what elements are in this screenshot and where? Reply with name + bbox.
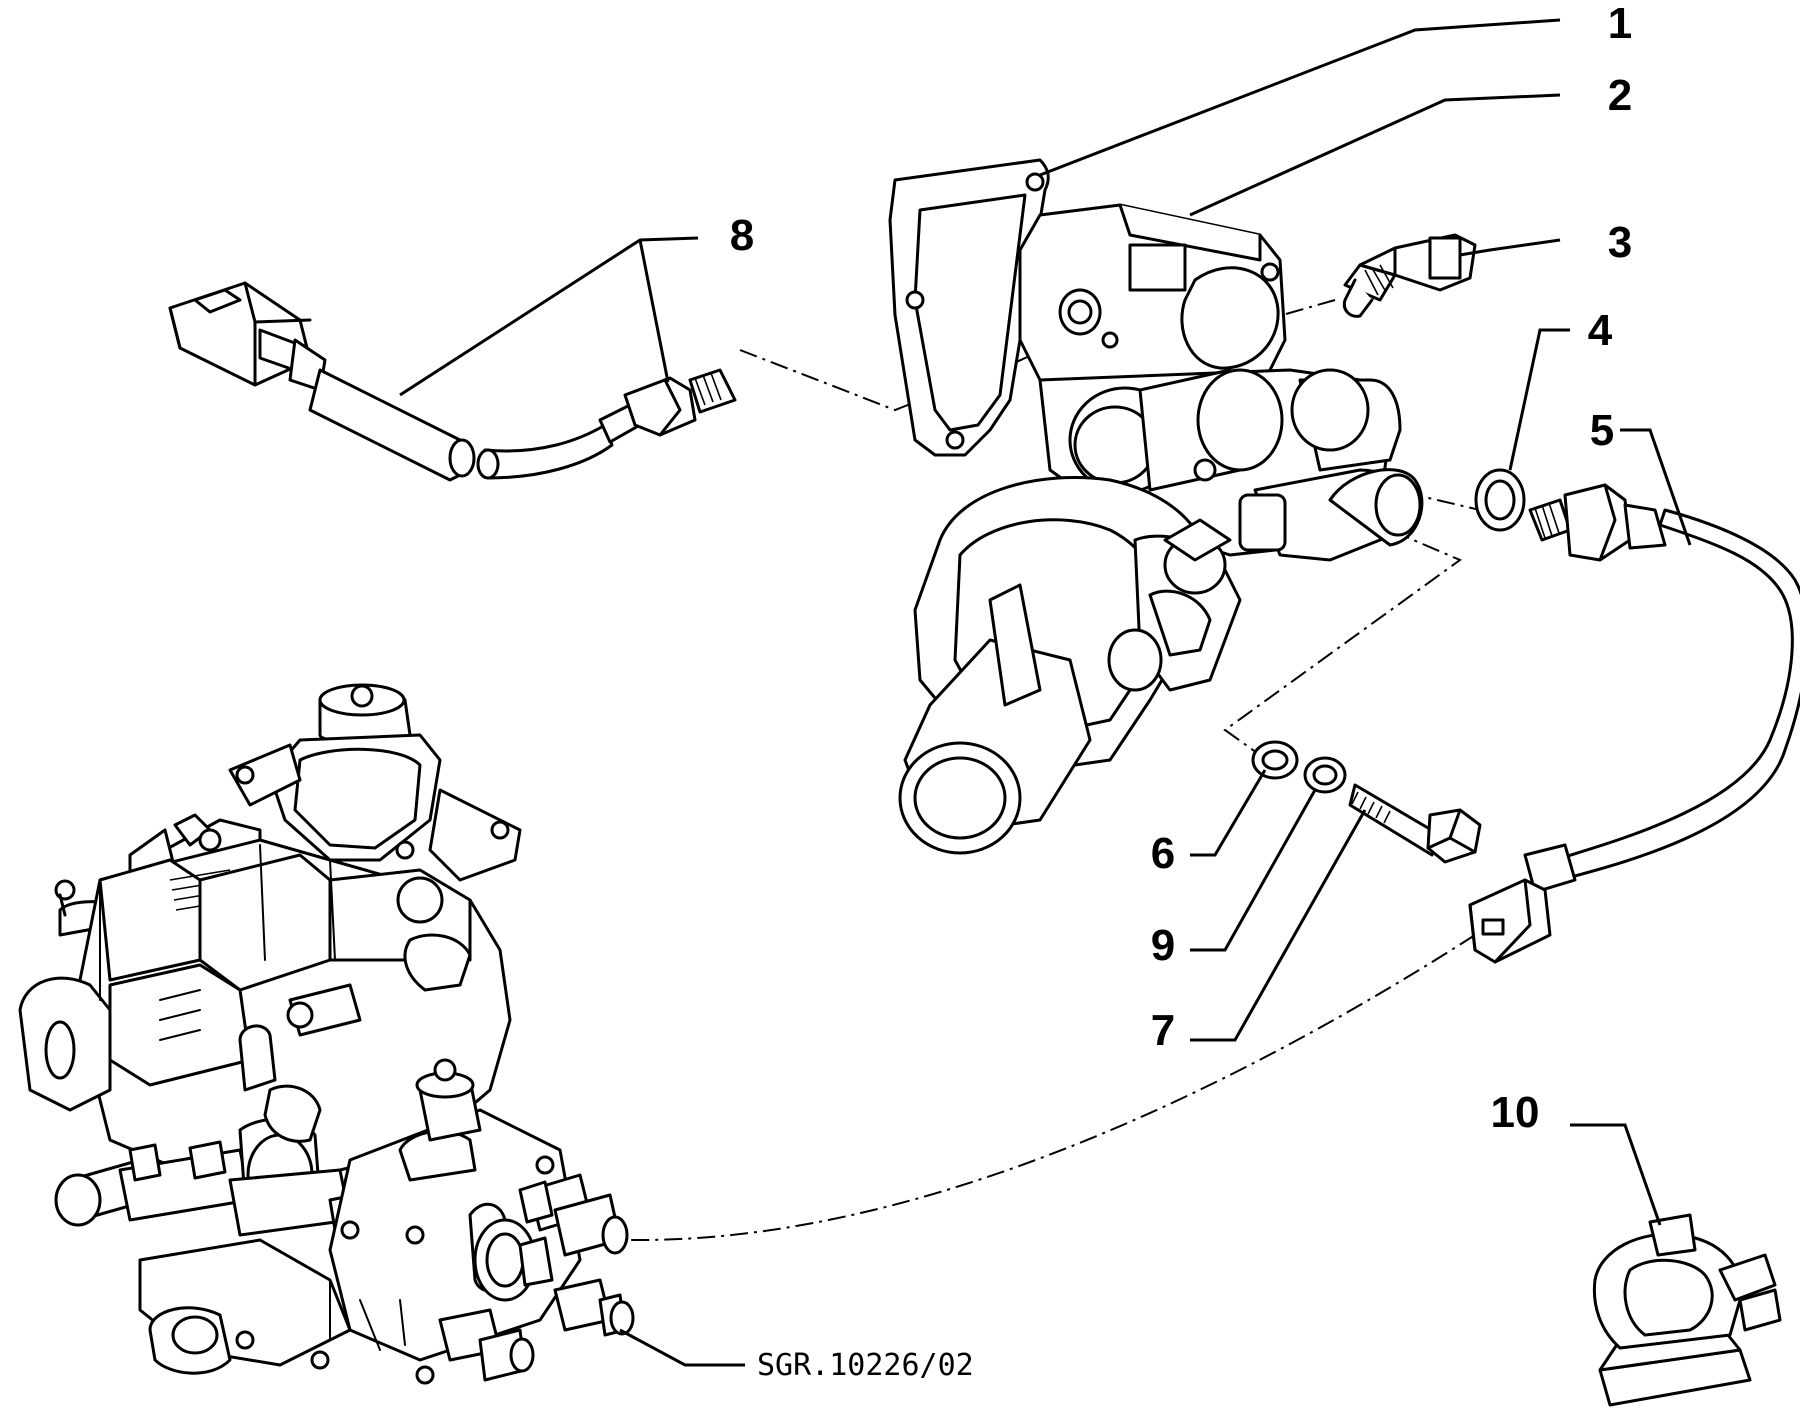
label-part-4: 4 (1588, 306, 1613, 355)
clip-part-10 (1592, 1213, 1782, 1407)
leader-2 (1189, 93, 1561, 217)
reference-code: SGR.10226/02 (757, 1348, 974, 1383)
bolt-part-7 (1348, 783, 1482, 864)
gasket-part-1 (888, 158, 1050, 457)
label-part-10: 10 (1491, 1088, 1540, 1137)
label-part-3: 3 (1608, 218, 1632, 267)
label-part-9: 9 (1151, 921, 1175, 970)
leader-8a (399, 236, 699, 397)
label-part-5: 5 (1590, 406, 1614, 455)
leader-7 (1190, 809, 1367, 1042)
leader-6 (1190, 769, 1267, 857)
washer-part-4 (1474, 468, 1526, 532)
part-labels: 1 2 3 4 5 6 9 7 8 10 SGR.10226/02 (730, 0, 1632, 1383)
leader-ref (619, 1328, 745, 1367)
leader-3 (1459, 238, 1561, 257)
leader-5 (1620, 428, 1692, 546)
temperature-sender-part-3 (1342, 233, 1477, 318)
leader-1 (1039, 18, 1561, 177)
label-part-7: 7 (1151, 1006, 1175, 1055)
washer-part-6 (1251, 740, 1299, 780)
injection-pump (18, 683, 635, 1385)
wiring-harness-part-8 (168, 281, 737, 482)
leader-8b (638, 239, 670, 383)
label-part-2: 2 (1608, 71, 1632, 120)
leader-lines (399, 18, 1692, 1367)
thermostat-housing-part-2 (898, 203, 1424, 855)
leader-4 (1508, 328, 1570, 471)
leader-10 (1570, 1123, 1662, 1226)
sensor-cable-part-5 (1468, 483, 1800, 964)
label-part-8: 8 (730, 211, 754, 260)
leader-9 (1190, 789, 1317, 952)
label-part-1: 1 (1608, 0, 1632, 48)
washer-part-9 (1303, 756, 1347, 794)
label-part-6: 6 (1151, 829, 1175, 878)
